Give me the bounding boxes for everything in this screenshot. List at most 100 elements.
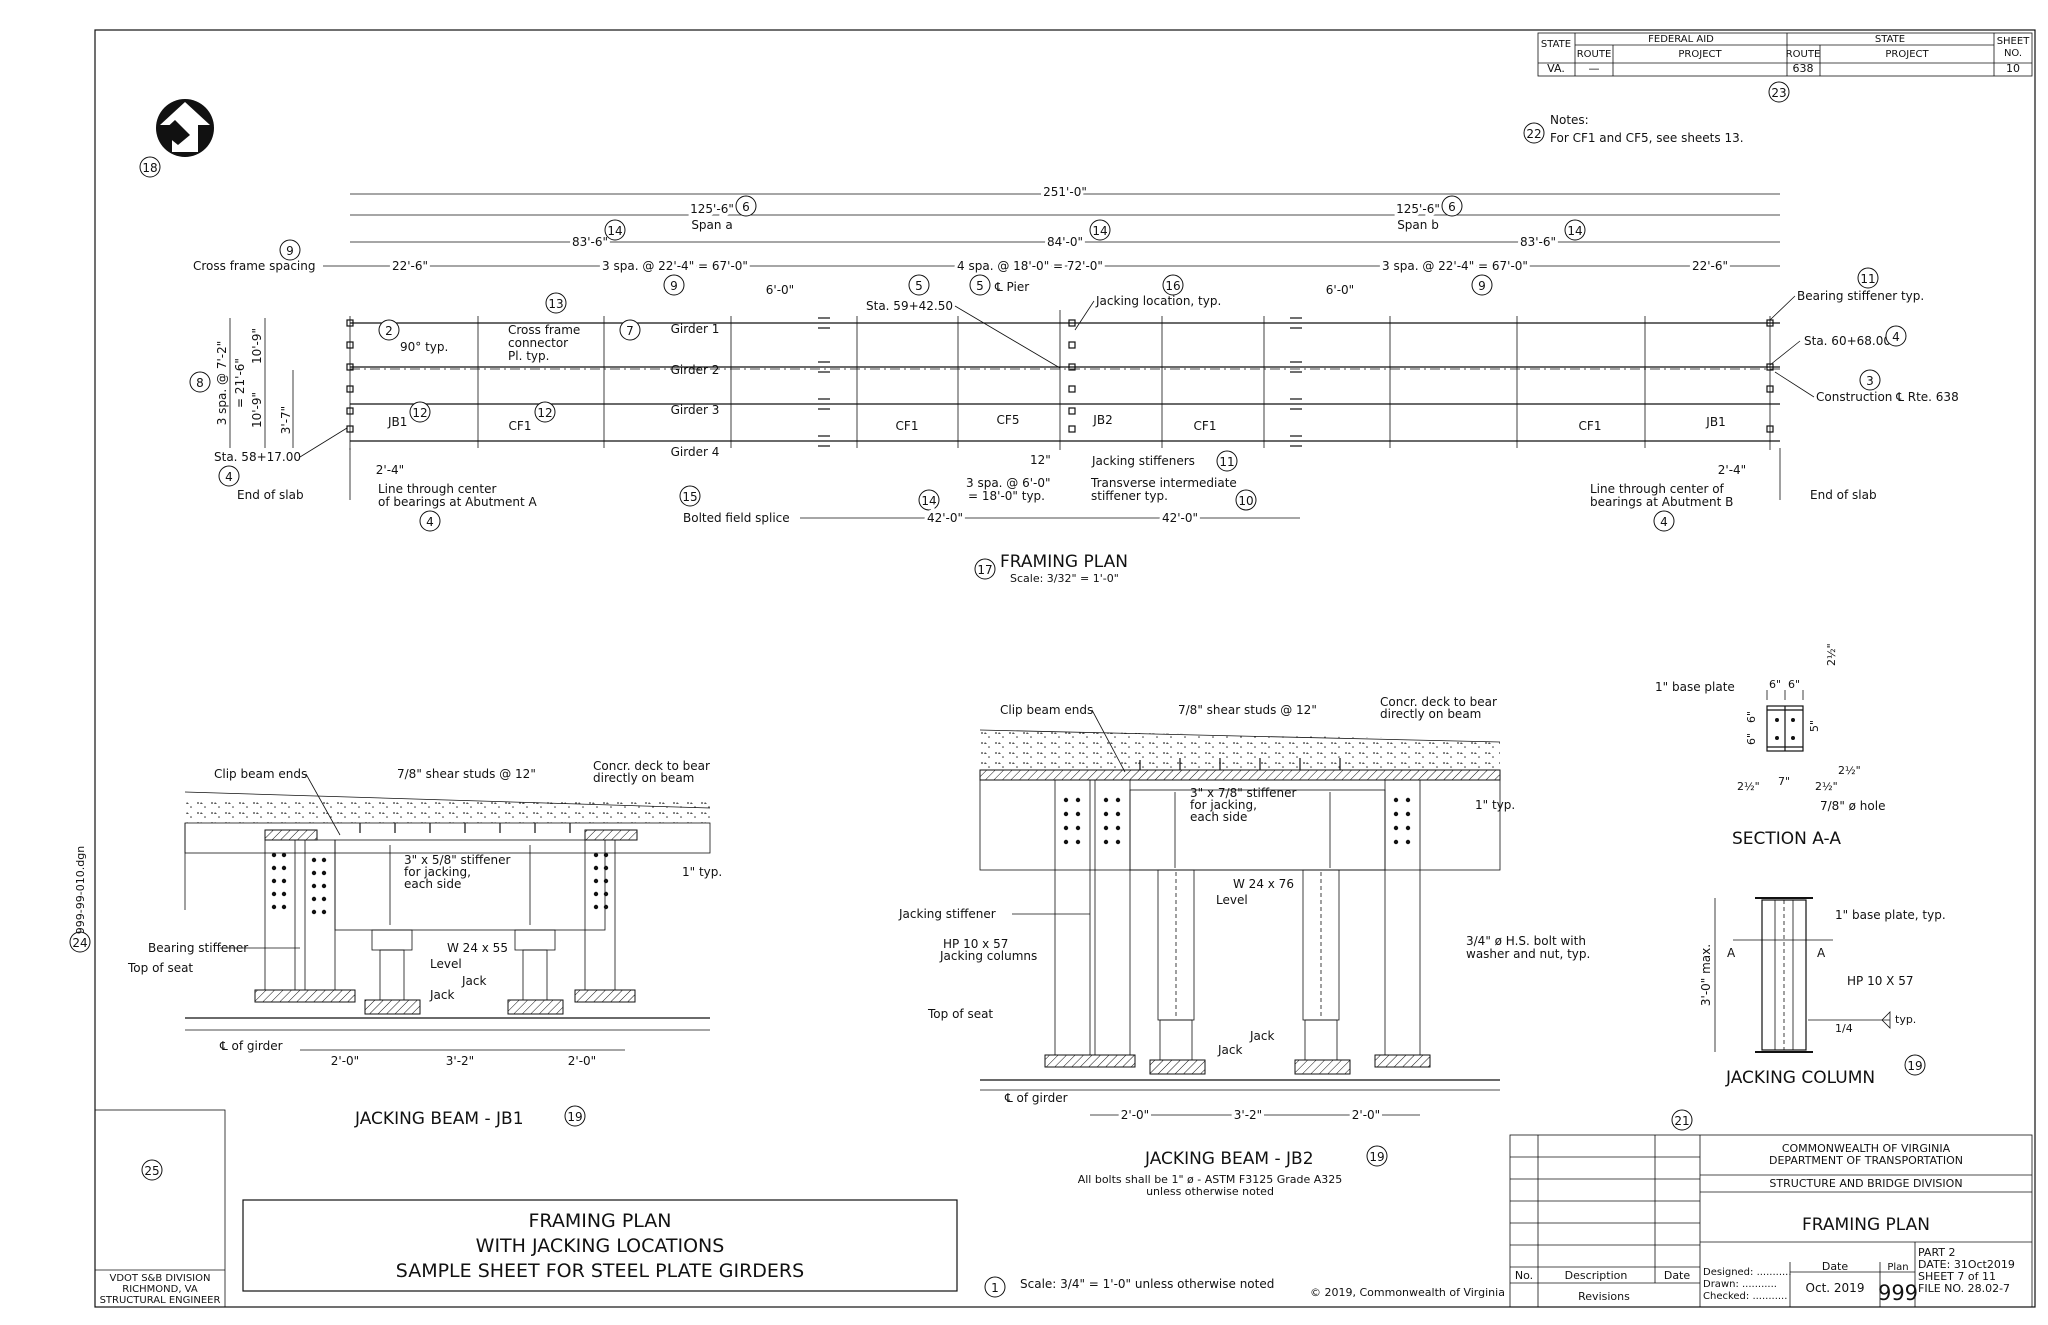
filename: 999-99-010.dgn [74, 846, 87, 934]
dim-seg1: 83'-6" [572, 235, 608, 249]
jb2-note-1: All bolts shall be 1" ø - ASTM F3125 Gra… [1078, 1173, 1343, 1186]
svg-text:2'-0": 2'-0" [1121, 1108, 1149, 1122]
svg-text:4 spa. @ 18'-0" = 72'-0": 4 spa. @ 18'-0" = 72'-0" [957, 259, 1103, 273]
svg-text:3'-7": 3'-7" [279, 406, 293, 434]
end-of-slab-b: End of slab [1810, 488, 1877, 502]
sta-pier: Sta. 59+42.50 [866, 299, 953, 313]
project2-label: PROJECT [1885, 49, 1929, 60]
end-of-slab-a: End of slab [237, 488, 304, 502]
org-line-2: DEPARTMENT OF TRANSPORTATION [1769, 1154, 1963, 1167]
svg-text:2'-0": 2'-0" [568, 1054, 596, 1068]
svg-text:2'-4": 2'-4" [1718, 463, 1746, 477]
project-header-table: STATE FEDERAL AID STATE SHEET NO. ROUTE … [1537, 32, 2033, 77]
jb1-title: JACKING BEAM - JB1 [354, 1109, 524, 1129]
engineer-seal-block: 25 VDOT S&B DIVISION RICHMOND, VA STRUCT… [94, 1109, 226, 1308]
girder-3-label: Girder 3 [671, 403, 720, 417]
title-date: Oct. 2019 [1806, 1281, 1865, 1295]
svg-text:3" x 7/8" stiffener: 3" x 7/8" stiffener [1190, 786, 1296, 800]
svg-text:HP 10 x 57: HP 10 x 57 [943, 937, 1008, 951]
cf1-mark-d: CF1 [1579, 419, 1602, 433]
copyright: © 2019, Commonwealth of Virginia [1310, 1286, 1505, 1299]
svg-text:Revisions: Revisions [1578, 1290, 1630, 1303]
sheet-border [94, 29, 2036, 1308]
svg-text:19: 19 [1369, 1150, 1384, 1164]
svg-text:2'-4": 2'-4" [376, 463, 404, 477]
state-head-label: STATE [1875, 34, 1905, 45]
drawing-title: FRAMING PLAN [1802, 1215, 1930, 1235]
svg-text:℄ of girder: ℄ of girder [1004, 1091, 1068, 1105]
sheet-title-line-1: FRAMING PLAN [528, 1210, 671, 1232]
svg-text:10'-9": 10'-9" [250, 328, 264, 364]
cf1-mark-b: CF1 [896, 419, 919, 433]
svg-text:DATE: 31Oct2019: DATE: 31Oct2019 [1918, 1258, 2015, 1271]
svg-text:connector: connector [508, 336, 568, 350]
svg-text:3'-2": 3'-2" [1234, 1108, 1262, 1122]
framing-plan-title: FRAMING PLAN [1000, 552, 1128, 572]
svg-text:7/8" ø hole: 7/8" ø hole [1820, 799, 1885, 813]
state-route-value: 638 [1793, 62, 1814, 75]
cf1-mark-c: CF1 [1194, 419, 1217, 433]
jacking-beam-jb1: Clip beam ends 7/8" shear studs @ 12" Co… [127, 759, 722, 1129]
dim-seg2: 84'-0" [1047, 235, 1083, 249]
svg-text:11: 11 [1860, 272, 1875, 286]
title-block: 21 No. Description Date Revisions COMMON… [1509, 1109, 2033, 1308]
jacking-column-title: JACKING COLUMN [1725, 1068, 1875, 1088]
svg-text:5: 5 [915, 279, 923, 293]
svg-text:9: 9 [670, 279, 678, 293]
svg-text:typ.: typ. [1895, 1013, 1916, 1026]
svg-text:A: A [1727, 946, 1736, 960]
svg-text:washer and nut, typ.: washer and nut, typ. [1466, 947, 1590, 961]
plan-number: 999 [1878, 1281, 1918, 1305]
jacking-location: Jacking location, typ. [1095, 294, 1221, 308]
svg-text:14: 14 [1092, 224, 1107, 238]
svg-text:HP 10 X 57: HP 10 X 57 [1847, 974, 1913, 988]
svg-text:3: 3 [1866, 374, 1874, 388]
jb2-clip: Clip beam ends [1000, 703, 1093, 717]
section-a-a-title: SECTION A-A [1732, 829, 1841, 849]
framing-plan: 251'-0" 125'-6" 6 Span a 125'-6" 6 Span … [189, 182, 1959, 585]
jacking-stiffeners: Jacking stiffeners [1091, 454, 1195, 468]
svg-text:Pl. typ.: Pl. typ. [508, 349, 549, 363]
svg-text:bearings at Abutment B: bearings at Abutment B [1590, 495, 1733, 509]
svg-text:1: 1 [991, 1281, 999, 1295]
svg-text:VDOT S&B DIVISION: VDOT S&B DIVISION [110, 1273, 211, 1284]
svg-text:42'-0": 42'-0" [1162, 511, 1198, 525]
svg-text:6": 6" [1788, 678, 1800, 691]
svg-text:6": 6" [1745, 733, 1758, 745]
svg-text:12: 12 [412, 406, 427, 420]
sta-end: Sta. 60+68.00 [1804, 334, 1891, 348]
svg-text:No.: No. [1515, 1269, 1533, 1282]
jacking-beam-jb2: Clip beam ends 7/8" shear studs @ 12" Co… [898, 695, 1590, 1198]
svg-text:Date: Date [1664, 1269, 1691, 1282]
svg-text:Plan: Plan [1887, 1262, 1908, 1273]
svg-text:11: 11 [1219, 455, 1234, 469]
svg-text:23: 23 [1771, 86, 1786, 100]
svg-text:1/4: 1/4 [1835, 1022, 1853, 1035]
bolted-splice: Bolted field splice [683, 511, 790, 525]
span-b-label: Span b [1397, 218, 1439, 232]
svg-text:each side: each side [404, 877, 461, 891]
jb2-note-2: unless otherwise noted [1146, 1185, 1274, 1198]
cf5-mark: CF5 [997, 413, 1020, 427]
svg-text:PART 2: PART 2 [1918, 1246, 1956, 1259]
svg-text:4: 4 [426, 515, 434, 529]
svg-text:14: 14 [921, 494, 936, 508]
svg-text:2½": 2½" [1825, 643, 1838, 666]
org-line-1: COMMONWEALTH OF VIRGINIA [1782, 1142, 1951, 1155]
svg-text:3" x 5/8" stiffener: 3" x 5/8" stiffener [404, 853, 510, 867]
svg-text:STRUCTURAL ENGINEER: STRUCTURAL ENGINEER [100, 1295, 221, 1306]
svg-text:= 21'-6": = 21'-6" [233, 358, 247, 408]
svg-text:Date: Date [1822, 1260, 1849, 1273]
svg-text:9: 9 [1478, 279, 1486, 293]
svg-text:12: 12 [537, 406, 552, 420]
svg-text:= 18'-0" typ.: = 18'-0" typ. [968, 489, 1045, 503]
callout-23: 23 [1768, 81, 1790, 103]
svg-text:Transverse intermediate: Transverse intermediate [1090, 476, 1237, 490]
jb2-top-of-seat: Top of seat [927, 1007, 993, 1021]
route-value: — [1589, 62, 1600, 75]
svg-text:14: 14 [1567, 224, 1582, 238]
jb2-mark: JB2 [1092, 413, 1112, 427]
section-a-a: 6" 6" 1" base plate 6" 6" 5" 2½" 7" 2½" … [1655, 643, 1885, 849]
jb2-studs: 7/8" shear studs @ 12" [1178, 703, 1317, 717]
